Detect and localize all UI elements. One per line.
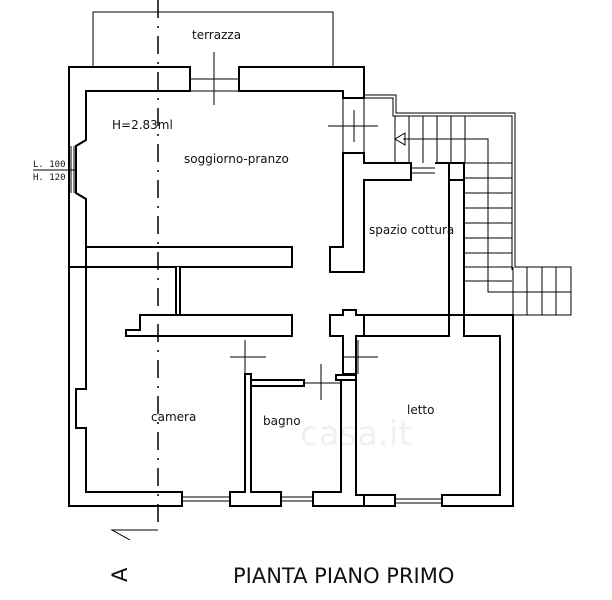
room-label-living-dining: soggiorno-pranzo — [184, 152, 289, 166]
plan-title: PIANTA PIANO PRIMO — [233, 564, 454, 588]
room-label-terrace: terrazza — [192, 28, 241, 42]
window-width-note: L. 100 — [33, 160, 66, 170]
door-markers — [190, 52, 378, 400]
section-line — [110, 0, 159, 541]
room-label-bedroom-2: letto — [407, 403, 434, 417]
watermark: casa.it — [300, 414, 412, 454]
room-label-bathroom: bagno — [263, 414, 301, 428]
window-height-note: H. 120 — [33, 173, 66, 183]
interior-walls — [85, 152, 465, 387]
outer-walls — [68, 66, 514, 507]
room-label-bedroom-1: camera — [151, 410, 196, 424]
terrace-outline — [92, 11, 334, 67]
stair-arrow-icon — [394, 132, 406, 146]
room-label-kitchen: spazio cottura — [369, 223, 454, 237]
section-mark-label: A — [108, 567, 132, 582]
ceiling-height-label: H=2.83ml — [112, 118, 173, 132]
staircase — [364, 94, 572, 316]
